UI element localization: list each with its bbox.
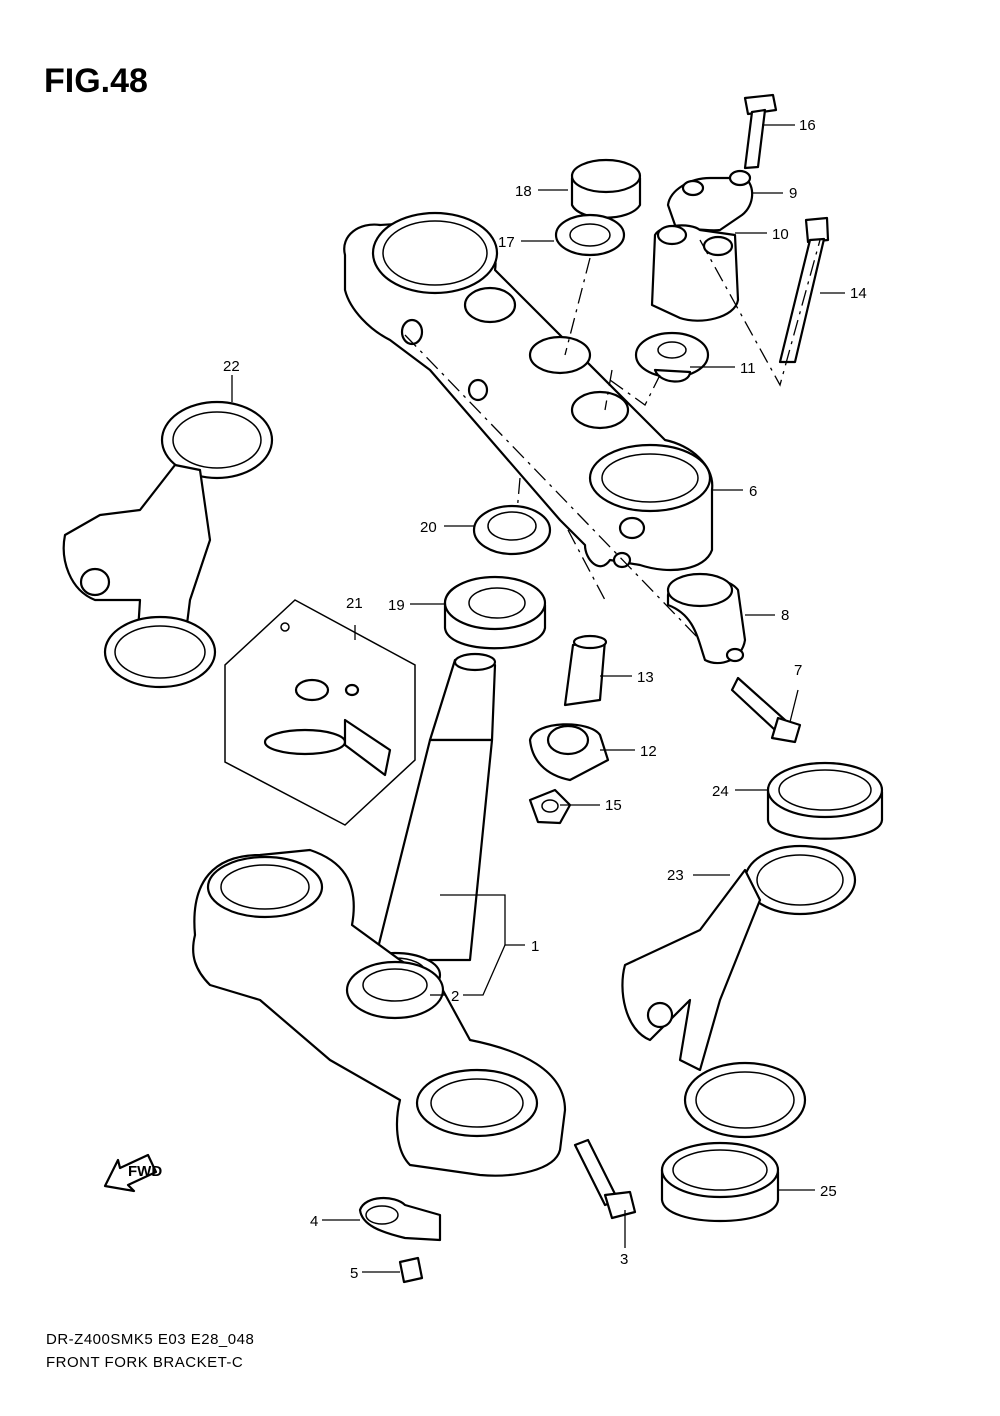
callout-22: 22 bbox=[223, 358, 240, 375]
callout-3: 3 bbox=[620, 1251, 628, 1268]
callout-8: 8 bbox=[781, 607, 789, 624]
lower-fasteners-drawing bbox=[358, 1138, 637, 1284]
bracket-23-drawing bbox=[621, 844, 857, 1139]
kit-21-hexagon bbox=[224, 599, 416, 826]
callout-5: 5 bbox=[350, 1265, 358, 1282]
callout-10: 10 bbox=[772, 226, 789, 243]
callout-21: 21 bbox=[346, 595, 363, 612]
callout-17: 17 bbox=[498, 234, 515, 251]
fwd-label: FWD bbox=[128, 1163, 162, 1180]
callout-4: 4 bbox=[310, 1213, 318, 1230]
callout-16: 16 bbox=[799, 117, 816, 134]
callout-25: 25 bbox=[820, 1183, 837, 1200]
callout-6: 6 bbox=[749, 483, 757, 500]
bolts-upper-drawing bbox=[743, 93, 830, 364]
callout-20: 20 bbox=[420, 519, 437, 536]
callout-15: 15 bbox=[605, 797, 622, 814]
callout-2: 2 bbox=[451, 988, 459, 1005]
handlebar-holder-drawing bbox=[634, 169, 754, 383]
model-code: DR-Z400SMK5 E03 E28_048 bbox=[46, 1331, 255, 1348]
callout-labels: 1 2 3 4 5 6 7 8 9 10 11 12 13 14 15 16 1… bbox=[223, 117, 867, 1282]
callout-14: 14 bbox=[850, 285, 867, 302]
leader-lines bbox=[231, 124, 845, 1273]
callout-9: 9 bbox=[789, 185, 797, 202]
callout-1: 1 bbox=[531, 938, 539, 955]
seals-drawing bbox=[660, 761, 884, 1222]
lower-bracket-drawing bbox=[192, 848, 567, 1177]
nut-bearing-drawing bbox=[443, 504, 552, 650]
callout-23: 23 bbox=[667, 867, 684, 884]
callout-7: 7 bbox=[794, 662, 802, 679]
callout-13: 13 bbox=[637, 669, 654, 686]
figure-title: FIG.48 bbox=[44, 62, 148, 100]
callout-24: 24 bbox=[712, 783, 729, 800]
callout-11: 11 bbox=[740, 360, 756, 377]
figure-caption: FRONT FORK BRACKET-C bbox=[46, 1354, 244, 1371]
upper-bracket-drawing bbox=[343, 211, 714, 572]
bracket-22-drawing bbox=[62, 400, 274, 689]
collar-stopper-drawing bbox=[528, 634, 610, 825]
spacer-bolt-drawing bbox=[666, 572, 802, 744]
cap-washer-drawing bbox=[554, 158, 642, 257]
callout-19: 19 bbox=[388, 597, 405, 614]
callout-12: 12 bbox=[640, 743, 657, 760]
fwd-arrow-icon: FWD bbox=[103, 1153, 162, 1193]
callout-18: 18 bbox=[515, 183, 532, 200]
